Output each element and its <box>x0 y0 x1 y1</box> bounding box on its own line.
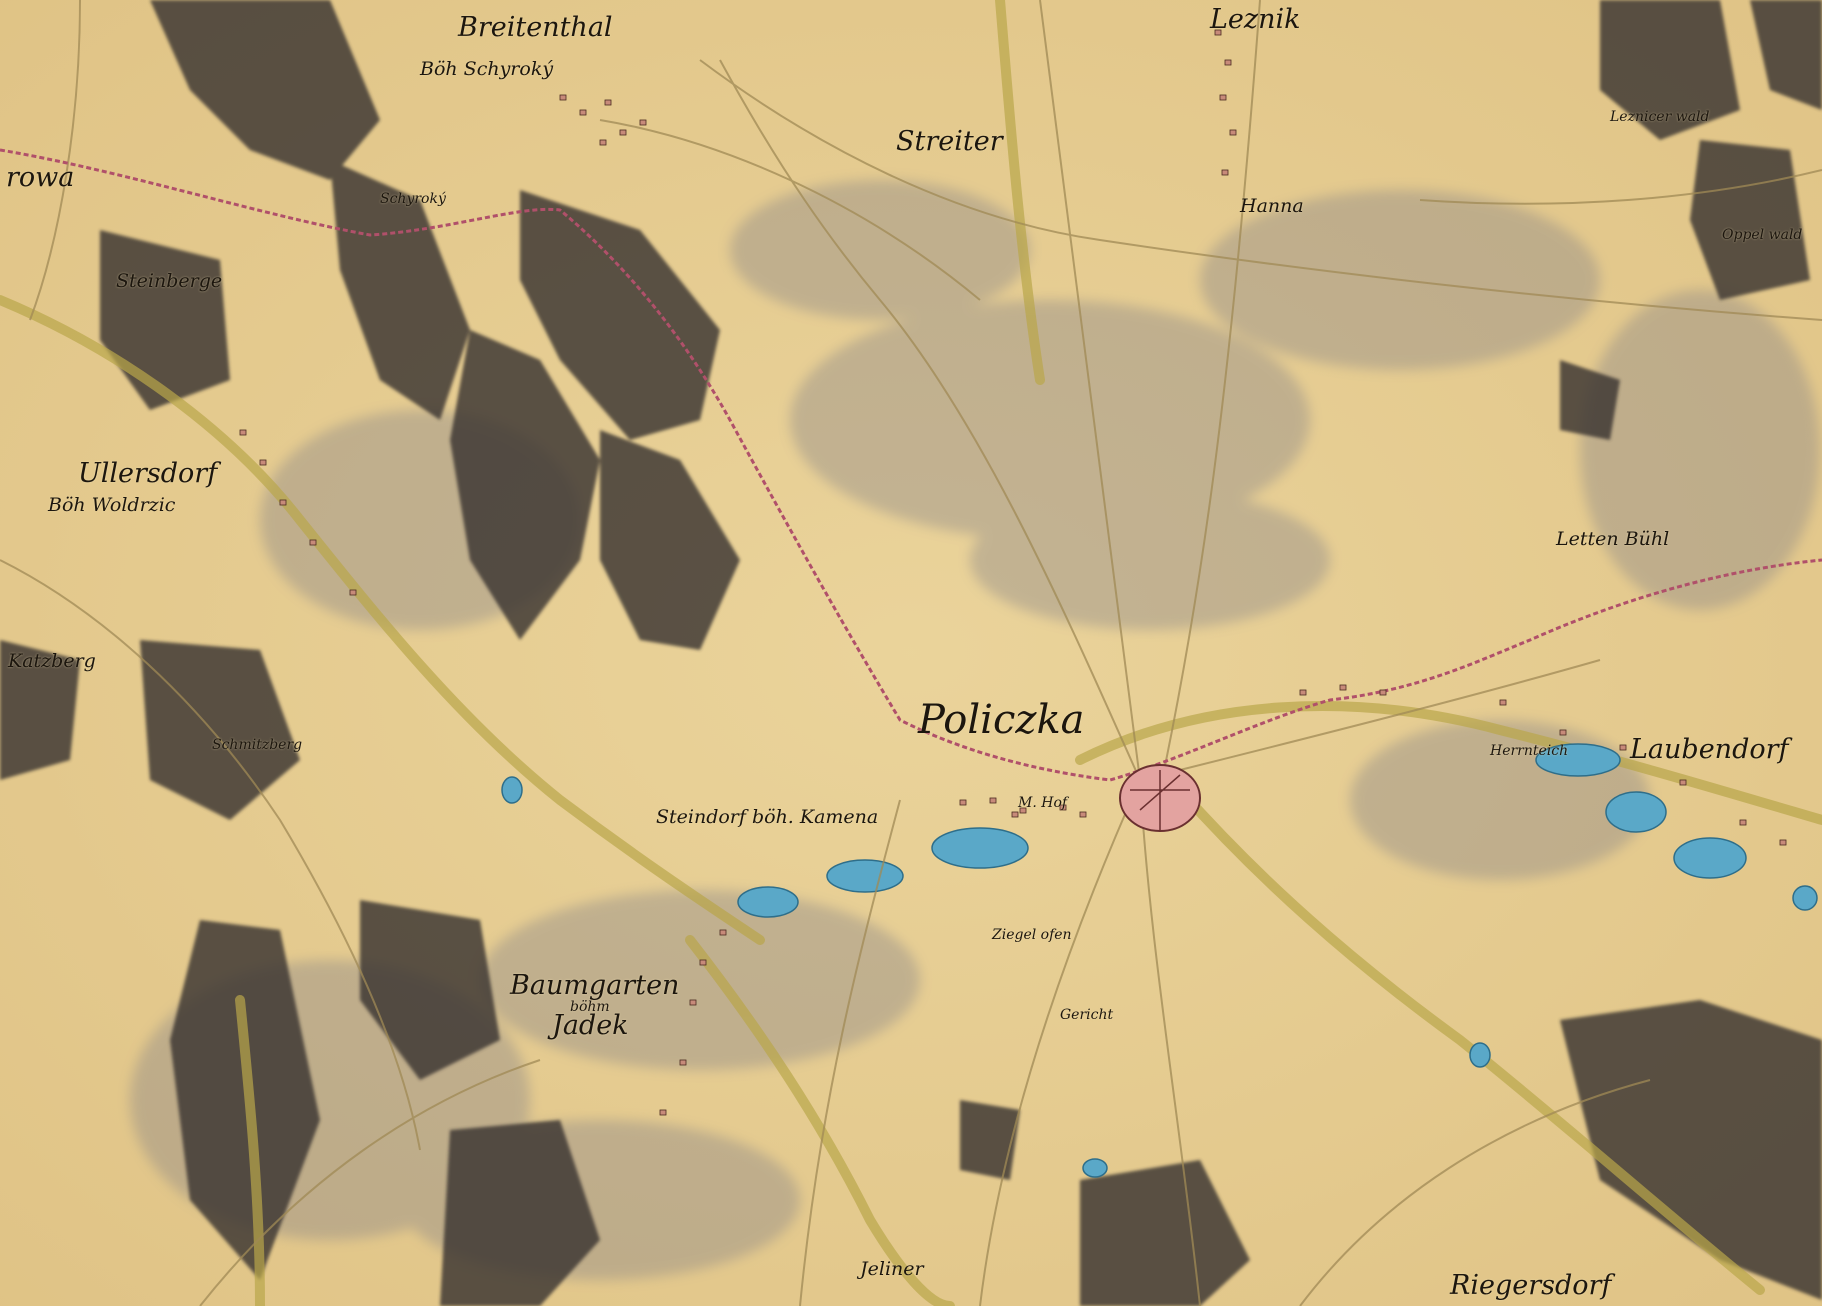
label-boehm: böhm <box>570 999 610 1015</box>
label-ullersdorf: Ullersdorf <box>78 458 218 489</box>
label-woldrzic: Böh Woldrzic <box>48 494 176 516</box>
label-laubendorf: Laubendorf <box>1630 734 1789 765</box>
label-streiter: Streiter <box>896 126 1003 157</box>
label-schyroky-small: Schyroký <box>380 191 446 207</box>
label-breitenthal: Breitenthal <box>458 12 613 43</box>
label-herrnteich: Herrnteich <box>1490 743 1569 759</box>
label-baumgarten: Baumgarten <box>510 970 680 1001</box>
label-riegersdorf: Riegersdorf <box>1450 1270 1612 1301</box>
label-mhof: M. Hof <box>1018 795 1068 811</box>
label-lesnice-wald: Leznicer wald <box>1610 109 1710 125</box>
label-oppel-wald: Oppel wald <box>1722 227 1803 243</box>
ponds <box>501 743 1818 1178</box>
town-policzka <box>1119 764 1201 832</box>
label-schyroky: Böh Schyroký <box>420 58 554 80</box>
label-steinberge: Steinberge <box>116 270 223 292</box>
label-schmitzberg: Schmitzberg <box>212 737 303 753</box>
label-steindorf: Steindorf böh. Kamena <box>656 806 879 828</box>
label-jeliner: Jeliner <box>860 1258 924 1280</box>
village-houses <box>239 29 1787 1116</box>
label-ziegelofen: Ziegel ofen <box>992 927 1072 943</box>
label-katzberg: Katzberg <box>8 650 96 672</box>
label-hanna: Hanna <box>1240 195 1304 217</box>
label-lesnik: Leznik <box>1210 4 1301 35</box>
label-gericht: Gericht <box>1060 1007 1114 1023</box>
label-lettenbuhl: Letten Bühl <box>1556 528 1670 550</box>
label-policzka: Policzka <box>918 697 1085 743</box>
label-rowa: rowa <box>6 162 75 193</box>
label-jadek: Jadek <box>552 1010 629 1041</box>
